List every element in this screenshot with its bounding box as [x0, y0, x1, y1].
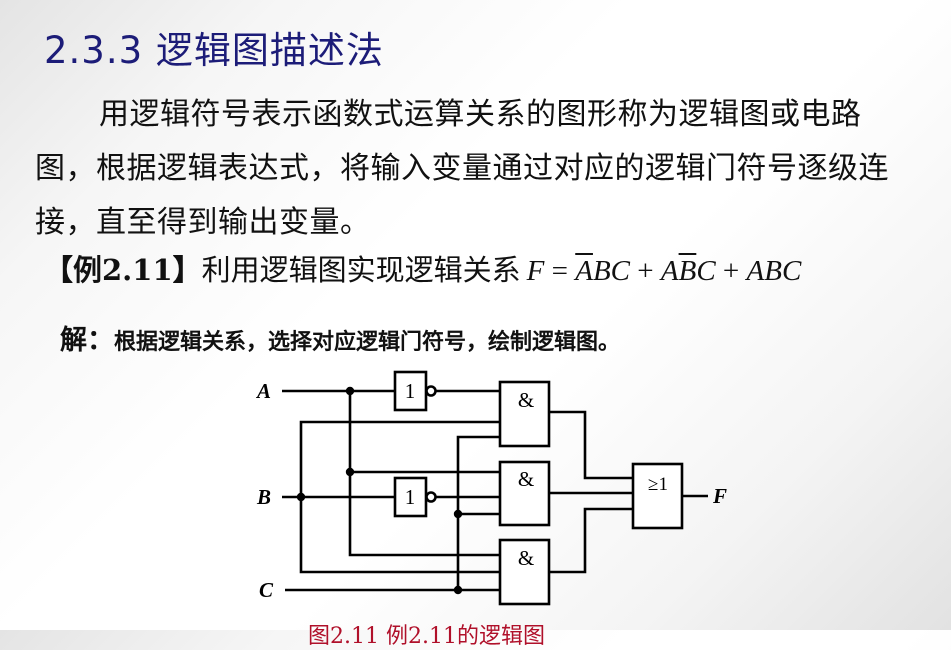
wire-a-branch [348, 391, 500, 557]
junction-dot [453, 509, 463, 519]
logic-diagram: 1 1 & & & ≥1 A B C F [255, 370, 727, 606]
wire-and1-or [549, 410, 633, 480]
and-gate-2 [498, 460, 551, 527]
io-labels: A B C F [255, 379, 727, 602]
output-f-label: F [712, 484, 727, 508]
formula-term1-rest: BC [592, 255, 631, 287]
not-gate-2 [393, 476, 428, 518]
or-label: ≥1 [648, 474, 668, 495]
inversion-bubble-icon [425, 385, 437, 397]
formula-term2-pre: A [660, 255, 679, 287]
junction-dot [453, 585, 463, 595]
and2-label: & [518, 467, 534, 491]
or-gate [631, 462, 684, 530]
intro-paragraph: 用逻辑符号表示函数式运算关系的图形称为逻辑图或电路图，根据逻辑表达式，将输入变量… [35, 97, 889, 240]
solution-line: 解：根据逻辑关系，选择对应逻辑门符号，绘制逻辑图。 [60, 318, 620, 357]
formula-plus-2: + [715, 255, 747, 287]
wire-c-branch [456, 435, 500, 590]
gate-labels: 1 1 & & & ≥1 [405, 379, 668, 570]
junction-dot [345, 386, 355, 396]
formula-lhs: F [526, 255, 545, 287]
junction-dot [296, 492, 306, 502]
inversion-bubble-icon [425, 491, 437, 503]
formula-term2-rest: C [696, 255, 716, 287]
formula-term2-bar: B [678, 255, 697, 287]
junction-dot [345, 467, 355, 477]
example-text: 利用逻辑图实现逻辑关系 [201, 253, 521, 287]
formula-plus-1: + [630, 255, 661, 287]
and-gate-1 [498, 380, 551, 448]
wire-and3-or [549, 507, 633, 574]
input-b-label: B [256, 485, 271, 509]
logic-formula: F = ABC + ABC + ABC [527, 255, 802, 287]
and1-label: & [518, 388, 534, 412]
formula-term3: ABC [746, 255, 802, 287]
not2-label: 1 [405, 485, 416, 509]
and3-label: & [518, 546, 534, 570]
not1-label: 1 [405, 379, 416, 403]
not-gate-1 [393, 370, 428, 412]
figure-caption: 图2.11 例2.11的逻辑图 [308, 624, 545, 649]
wires [282, 389, 708, 592]
solution-text: 根据逻辑关系，选择对应逻辑门符号，绘制逻辑图。 [114, 330, 621, 355]
input-c-label: C [259, 578, 274, 602]
example-tag: 【例2.11】 [44, 253, 202, 287]
and-gate-3 [498, 538, 551, 606]
input-a-label: A [255, 379, 271, 403]
formula-term1-bar: A [575, 255, 593, 287]
junctions [296, 386, 463, 595]
page-title: 2.3.3 逻辑图描述法 [44, 29, 384, 72]
gates [393, 370, 684, 606]
formula-equals: = [544, 255, 576, 287]
solution-label: 解： [60, 325, 114, 356]
